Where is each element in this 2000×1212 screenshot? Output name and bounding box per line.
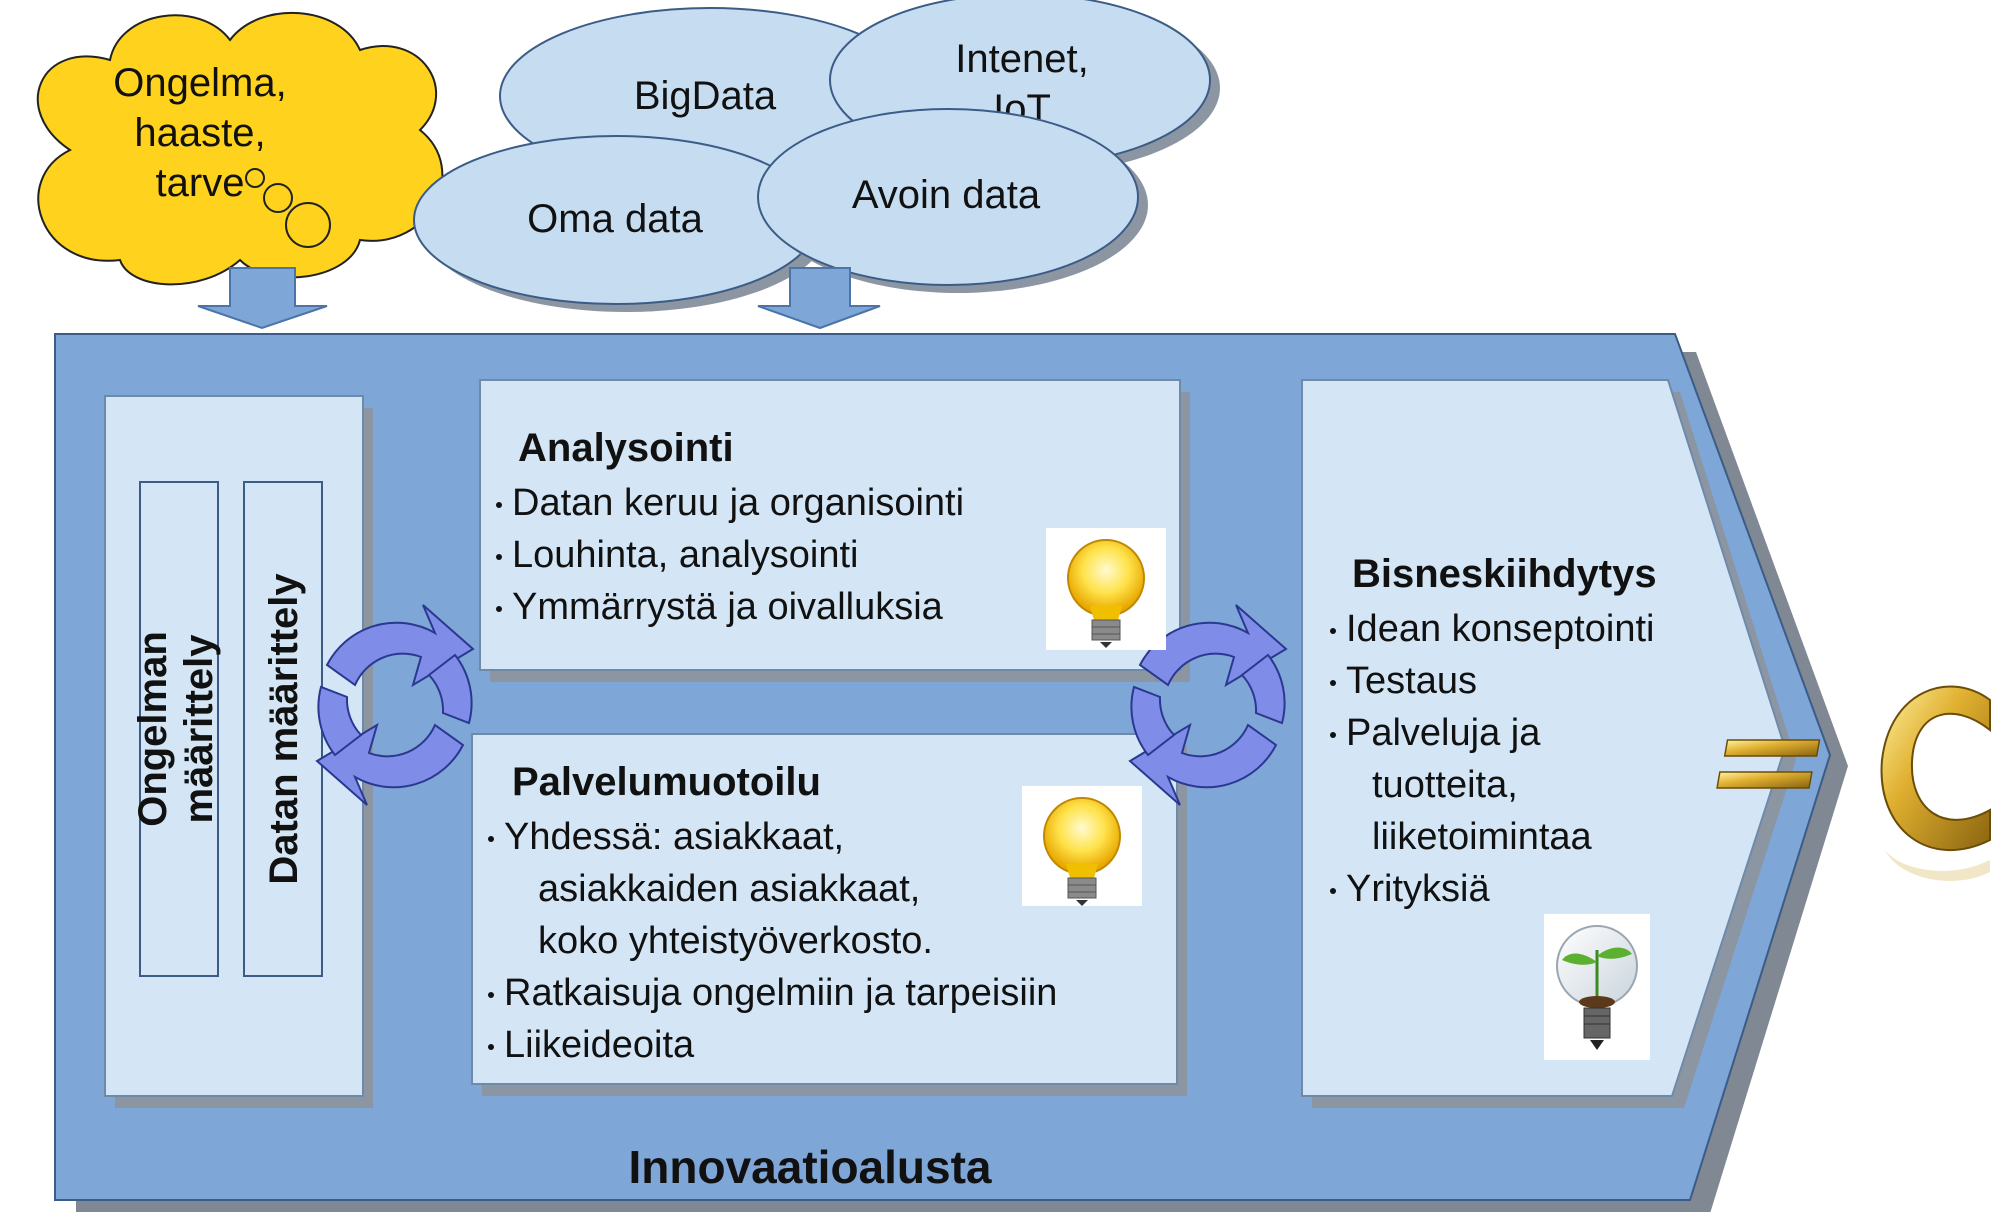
palvelumuotoilu-item: Ratkaisuja ongelmiin ja tarpeisiin (488, 967, 1057, 1019)
analysointi-panel (479, 379, 1190, 682)
data-down-arrow (757, 267, 881, 330)
ongelman-label-2: määrittely (177, 634, 221, 824)
analysointi-content: Analysointi Datan keruu ja organisointi … (496, 426, 964, 633)
palvelumuotoilu-item: Liikeideoita (488, 1019, 1057, 1071)
cloud-down-arrow (197, 267, 328, 330)
bisnes-item: Palveluja ja (1330, 707, 1657, 759)
oma-data-label: Oma data (527, 197, 703, 241)
bisnes-item-text: Yrityksiä (1346, 868, 1490, 910)
analysointi-item: Louhinta, analysointi (496, 529, 964, 581)
analysointi-item-text: Datan keruu ja organisointi (512, 482, 965, 524)
bullet-icon (488, 1043, 494, 1050)
bigdata-label: BigData (634, 74, 777, 118)
problem-cloud-line-3: tarve (156, 161, 245, 205)
data-sources: BigData Intenet, IoT Oma data Avoin data (413, 0, 1220, 312)
problem-cloud: Ongelma, haaste, tarve (37, 11, 444, 286)
cycle-arrows-icon (315, 604, 475, 806)
bisnes-item: Yrityksiä (1330, 863, 1657, 915)
bisnes-item-cont: liiketoimintaa (1372, 816, 1592, 858)
bullet-icon (496, 501, 502, 508)
bisneskiihdytys-panel (1301, 379, 1796, 1108)
platform-label: Innovaatioalusta (629, 1141, 992, 1193)
bisnes-item-cont: tuotteita, (1372, 764, 1518, 806)
internet-label-1: Intenet, (955, 37, 1088, 81)
bisnes-item: Testaus (1330, 655, 1657, 707)
bisnes-item-text: Palveluja ja (1346, 712, 1541, 754)
analysointi-item: Ymmärrystä ja oivalluksia (496, 581, 964, 633)
analysointi-item-text: Louhinta, analysointi (512, 534, 859, 576)
bullet-icon (1330, 887, 1336, 894)
sprout-lightbulb-icon (1544, 914, 1650, 1060)
problem-cloud-line-1: Ongelma, (113, 61, 286, 105)
ongelman-maarittely-box (139, 481, 219, 977)
problem-cloud-line-2: haaste, (134, 111, 265, 155)
datan-maarittely-label: Datan määrittely (262, 573, 306, 885)
bullet-icon (488, 991, 494, 998)
analysointi-title: Analysointi (518, 426, 734, 470)
cycle-arrows-icon (1128, 604, 1288, 806)
analysointi-item-text: Ymmärrystä ja oivalluksia (512, 586, 943, 628)
avoin-data-ellipse (757, 108, 1139, 286)
bisnes-item-text: Idean konseptointi (1346, 608, 1655, 650)
bisnes-item: Idean konseptointi (1330, 603, 1657, 655)
avoin-data-label: Avoin data (852, 173, 1041, 217)
palvelumuotoilu-item-text: Ratkaisuja ongelmiin ja tarpeisiin (504, 972, 1058, 1014)
analysointi-item: Datan keruu ja organisointi (496, 477, 964, 529)
bullet-icon (496, 605, 502, 612)
bullet-icon (488, 835, 494, 842)
bisneskiihdytys-title: Bisneskiihdytys (1352, 552, 1657, 596)
ongelman-label-1: Ongelman (131, 631, 175, 827)
bullet-icon (496, 553, 502, 560)
bullet-icon (1330, 679, 1336, 686)
bullet-icon (1330, 627, 1336, 634)
lightbulb-icon (1046, 528, 1166, 650)
palvelumuotoilu-item-cont: asiakkaiden asiakkaat, (538, 868, 921, 910)
palvelumuotoilu-panel (471, 733, 1187, 1096)
palvelumuotoilu-item-text: Yhdessä: asiakkaat, (504, 816, 845, 858)
palvelumuotoilu-item-text: Liikeideoita (504, 1024, 695, 1066)
lightbulb-icon (1022, 786, 1142, 906)
palvelumuotoilu-item-cont: koko yhteistyöverkosto. (538, 920, 933, 962)
euro-icon (1716, 685, 1991, 881)
palvelumuotoilu-content: Palvelumuotoilu Yhdessä: asiakkaat, asia… (488, 760, 1057, 1071)
bisnes-item-text: Testaus (1346, 660, 1477, 702)
palvelumuotoilu-title: Palvelumuotoilu (512, 760, 821, 804)
datan-maarittely-box (243, 481, 323, 977)
palvelumuotoilu-item: Yhdessä: asiakkaat, (488, 811, 1057, 863)
bullet-icon (1330, 731, 1336, 738)
bisneskiihdytys-content: Bisneskiihdytys Idean konseptointi Testa… (1330, 552, 1657, 915)
